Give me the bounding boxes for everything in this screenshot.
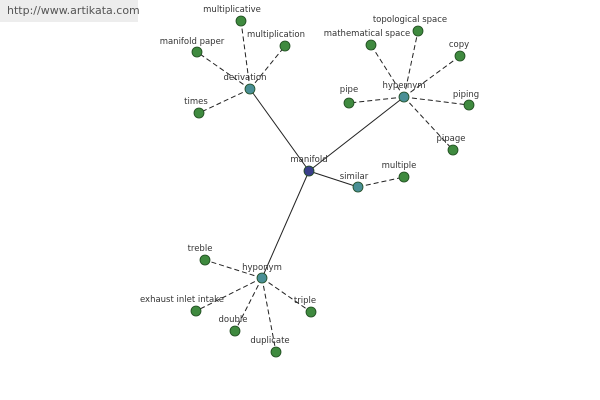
leaf-double-node[interactable] xyxy=(229,325,241,337)
edges xyxy=(195,20,470,353)
leaf-mathematical-space-node[interactable] xyxy=(365,39,377,51)
edge-hyponym-treble xyxy=(204,259,263,279)
edge-manifold-hypernym xyxy=(308,96,405,172)
leaf-multiplicative-label[interactable]: multiplicative xyxy=(203,5,261,15)
leaf-multiplicative-node[interactable] xyxy=(235,15,247,27)
leaf-triple-label[interactable]: triple xyxy=(294,296,316,306)
leaf-duplicate-label[interactable]: duplicate xyxy=(250,336,289,346)
leaf-treble-node[interactable] xyxy=(199,254,211,266)
leaf-pipe-node[interactable] xyxy=(343,97,355,109)
hub-hyponym-label[interactable]: hyponym xyxy=(242,263,282,273)
hub-similar-node[interactable] xyxy=(352,181,364,193)
edge-manifold-similar xyxy=(308,170,359,188)
labels: manifold derivation multiplicative multipli… xyxy=(140,5,479,346)
leaf-exhaust-inlet-intake-label[interactable]: exhaust inlet intake xyxy=(140,295,224,305)
edge-hyponym-exhaust-inlet-intake xyxy=(195,277,263,312)
edge-hypernym-topological-space xyxy=(403,30,419,98)
edge-derivation-multiplication xyxy=(249,45,286,90)
edge-derivation-multiplicative xyxy=(240,20,251,90)
leaf-piping-label[interactable]: piping xyxy=(453,90,479,100)
leaf-multiplication-label[interactable]: multiplication xyxy=(247,30,305,40)
hub-hypernym-node[interactable] xyxy=(398,91,410,103)
edge-hypernym-pipe xyxy=(348,96,405,104)
edge-hypernym-mathematical-space xyxy=(370,44,405,98)
leaf-copy-node[interactable] xyxy=(454,50,466,62)
hub-derivation-node[interactable] xyxy=(244,83,256,95)
edge-hyponym-triple xyxy=(261,277,312,313)
leaf-triple-node[interactable] xyxy=(305,306,317,318)
leaf-duplicate-node[interactable] xyxy=(270,346,282,358)
leaf-manifold-paper-label[interactable]: manifold paper xyxy=(160,37,225,47)
leaf-manifold-paper-node[interactable] xyxy=(191,46,203,58)
hub-similar-label[interactable]: similar xyxy=(340,172,369,182)
leaf-copy-label[interactable]: copy xyxy=(449,40,469,50)
leaf-topological-space-label[interactable]: topological space xyxy=(373,15,447,25)
leaf-exhaust-inlet-intake-node[interactable] xyxy=(190,305,202,317)
edge-hyponym-double xyxy=(234,277,263,332)
edge-hypernym-pipage xyxy=(403,96,454,151)
center-manifold-label[interactable]: manifold xyxy=(290,155,327,165)
leaf-pipage-node[interactable] xyxy=(447,144,459,156)
hub-hypernym-label[interactable]: hypernym xyxy=(382,81,425,91)
hub-hyponym-node[interactable] xyxy=(256,272,268,284)
leaf-double-label[interactable]: double xyxy=(219,315,248,325)
leaf-pipe-label[interactable]: pipe xyxy=(340,85,358,95)
center-manifold-node[interactable] xyxy=(303,165,315,177)
leaf-treble-label[interactable]: treble xyxy=(188,244,213,254)
edge-derivation-manifold-paper xyxy=(196,51,251,90)
leaf-piping-node[interactable] xyxy=(463,99,475,111)
nodes xyxy=(190,15,475,358)
leaf-pipage-label[interactable]: pipage xyxy=(437,134,466,144)
edge-manifold-hyponym xyxy=(261,170,310,279)
leaf-multiple-node[interactable] xyxy=(398,171,410,183)
leaf-times-node[interactable] xyxy=(193,107,205,119)
leaf-multiple-label[interactable]: multiple xyxy=(382,161,417,171)
edge-manifold-derivation xyxy=(249,88,310,172)
edge-hyponym-duplicate xyxy=(261,277,277,353)
leaf-multiplication-node[interactable] xyxy=(279,40,291,52)
leaf-mathematical-space-label[interactable]: mathematical space xyxy=(324,29,411,39)
url-banner[interactable]: http://www.artikata.com xyxy=(0,0,140,22)
edge-hypernym-piping xyxy=(403,96,470,106)
edge-hypernym-copy xyxy=(403,55,461,98)
edge-derivation-times xyxy=(198,88,251,114)
leaf-times-label[interactable]: times xyxy=(184,97,208,107)
hub-derivation-label[interactable]: derivation xyxy=(223,73,266,83)
leaf-topological-space-node[interactable] xyxy=(412,25,424,37)
